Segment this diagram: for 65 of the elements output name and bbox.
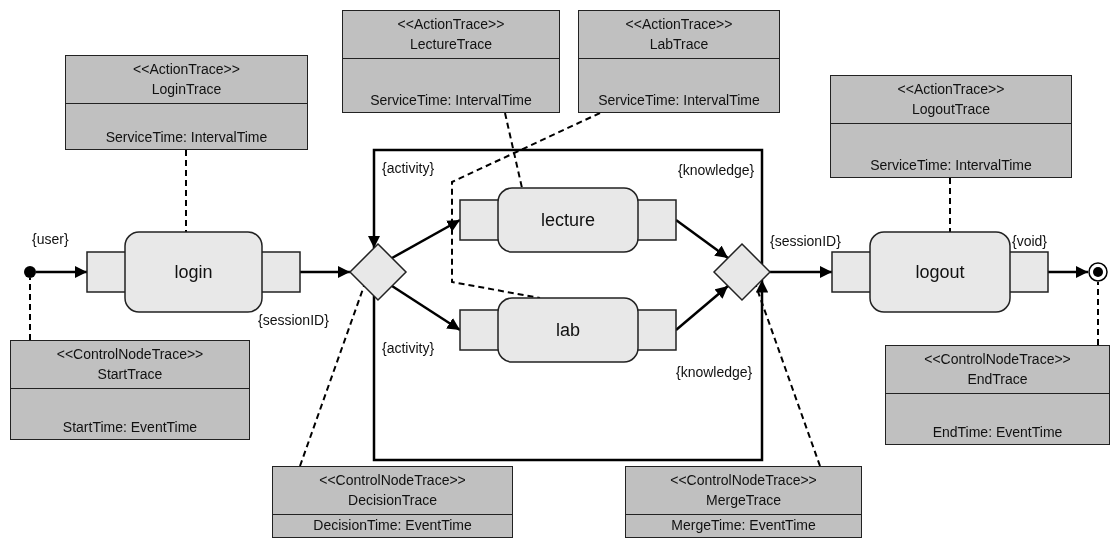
class-name: LabTrace [649, 35, 709, 54]
flow-arrow [372, 280, 769, 462]
action-label: lecture [541, 209, 595, 231]
trace-link [451, 112, 601, 299]
trace-class-box [830, 75, 1072, 178]
trace-link [504, 112, 523, 189]
class-name: LogoutTrace [911, 100, 991, 119]
attribute-label: ServiceTime: IntervalTime [598, 92, 760, 108]
trace-class-box [625, 466, 862, 538]
trace-link [949, 177, 951, 233]
attribute-label: DecisionTime: EventTime [313, 517, 472, 533]
trace-link [1097, 281, 1099, 346]
attribute-label: MergeTime: EventTime [671, 517, 816, 533]
pin-label: {sessionID} [258, 312, 329, 328]
trace-class-box [65, 55, 308, 150]
stereotype-label: <<ControlNodeTrace>> [924, 350, 1071, 369]
decision-diamond [350, 244, 406, 300]
pin-label: {activity} [382, 160, 435, 176]
class-name: EndTrace [967, 370, 1028, 389]
action-node [460, 298, 676, 362]
action-label: lab [556, 319, 580, 341]
class-name: MergeTrace [706, 491, 781, 510]
stereotype-label: <<ActionTrace>> [897, 80, 1005, 99]
attribute-label: EndTime: EventTime [932, 424, 1063, 440]
pin-label: {knowledge} [676, 364, 753, 380]
decision-diamond [714, 244, 770, 300]
control-node [1088, 262, 1108, 282]
action-label: login [174, 261, 213, 283]
flow-arrow [770, 265, 832, 279]
stereotype-label: <<ActionTrace>> [625, 15, 733, 34]
trace-class-box [342, 10, 560, 113]
flow-arrow [36, 265, 87, 279]
flow-arrow [300, 265, 350, 279]
pin-label: {sessionID} [770, 233, 841, 249]
control-node [24, 266, 36, 278]
class-name: LoginTrace [151, 80, 222, 99]
action-node [460, 188, 676, 252]
trace-class-box [272, 466, 513, 538]
flow-arrow [367, 148, 764, 264]
class-name: LectureTrace [410, 35, 492, 54]
stereotype-label: <<ControlNodeTrace>> [670, 471, 817, 490]
action-label: logout [915, 261, 965, 283]
trace-link [29, 277, 31, 341]
trace-class-box [885, 345, 1110, 445]
action-node [87, 232, 300, 312]
attribute-label: ServiceTime: IntervalTime [105, 129, 268, 145]
pin-label: {knowledge} [678, 162, 755, 178]
stereotype-label: <<ControlNodeTrace>> [56, 345, 204, 364]
pin-label: {user} [32, 231, 69, 247]
stereotype-label: <<ActionTrace>> [397, 15, 505, 34]
attribute-label: StartTime: EventTime [62, 419, 198, 435]
trace-class-box [578, 10, 780, 113]
attribute-label: ServiceTime: IntervalTime [370, 92, 532, 108]
stereotype-label: <<ActionTrace>> [133, 60, 240, 79]
flow-arrow [391, 284, 461, 332]
pin-label: {void} [1012, 233, 1048, 249]
pin-label: {activity} [382, 340, 435, 356]
flow-arrow [1048, 265, 1088, 279]
flow-arrow [391, 218, 461, 260]
attribute-label: ServiceTime: IntervalTime [870, 157, 1032, 173]
stereotype-label: <<ControlNodeTrace>> [319, 471, 466, 490]
trace-class-box [10, 340, 250, 440]
class-name: StartTrace [97, 365, 163, 384]
trace-link [185, 149, 187, 233]
class-name: DecisionTrace [348, 491, 437, 510]
